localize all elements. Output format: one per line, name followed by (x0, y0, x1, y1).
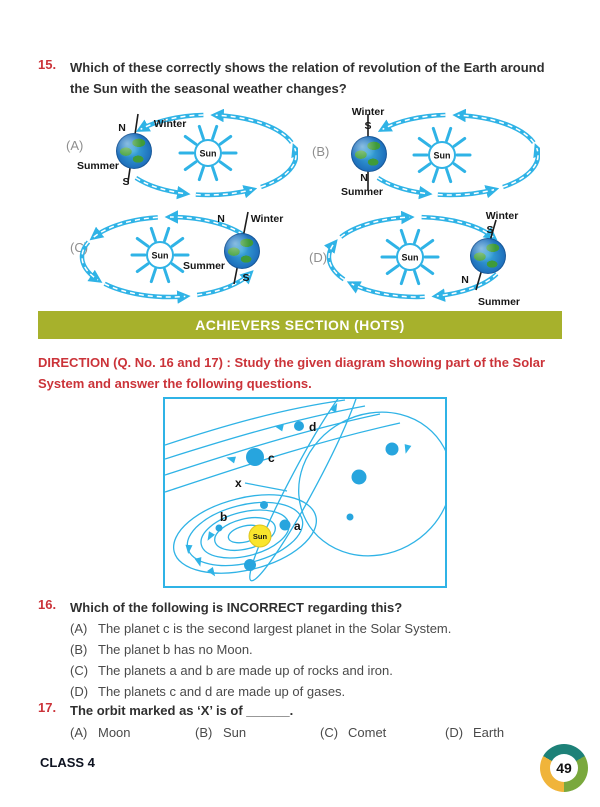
pole-south-label: S (486, 224, 494, 236)
sun-icon: Sun (412, 126, 472, 184)
pole-north-label: N (217, 213, 225, 225)
orbit-b-svg: Sun (367, 108, 540, 200)
q16-option-a: (A)The planet c is the second largest pl… (70, 621, 452, 636)
option-b-label: (B) (312, 144, 330, 159)
orbit-c-path (164, 413, 381, 476)
pole-south-label: S (122, 176, 130, 188)
summer-label: Summer (182, 260, 226, 272)
label-b: b (220, 510, 227, 524)
orbit-arrow (329, 403, 338, 413)
orbit-a-svg: Sun (127, 108, 298, 200)
earth-icon (470, 238, 506, 274)
q16-text: Which of the following is INCORRECT rega… (70, 600, 403, 615)
orbit-arrow (207, 531, 216, 541)
q16-option-c: (C)The planets a and b are made up of ro… (70, 663, 393, 678)
orbit-arrow (274, 424, 284, 432)
winter-label: Winter (485, 210, 519, 222)
x-pointer-line (244, 482, 288, 492)
earth-icon (224, 233, 260, 269)
sun-icon: Sun (130, 226, 190, 284)
label-x: x (235, 476, 242, 490)
outer-orbit-2 (164, 422, 401, 493)
sun-label: Sun (253, 532, 268, 541)
orbit-arrow (207, 566, 216, 577)
planet-c (246, 448, 264, 466)
orbit-arrow (404, 444, 412, 454)
inner-planet-orbits (172, 494, 318, 574)
sun-icon (248, 524, 272, 548)
earth-icon (351, 136, 387, 172)
pole-south-label: S (242, 272, 250, 284)
outer-orbit-1 (164, 399, 346, 446)
planet (260, 501, 268, 509)
big-right-orbit (298, 411, 452, 557)
planet-a (279, 519, 291, 531)
sun-icon: Sun (178, 124, 238, 182)
solar-system-diagram: Sun d c x b a (163, 376, 452, 588)
winter-label: Winter (351, 106, 385, 118)
q16-number: 16. (38, 597, 57, 612)
page-number-badge: 49 (540, 744, 588, 792)
planet (244, 559, 256, 571)
q17-option-a: (A)Moon (70, 725, 131, 740)
winter-label: Winter (250, 213, 284, 225)
q17-text: The orbit marked as ‘X’ is of ______. (70, 703, 294, 718)
pole-north-label: N (461, 274, 469, 286)
orbit-arrow (194, 557, 202, 567)
q17-option-c: (C)Comet (320, 725, 387, 740)
q15-diagram-b: (B) Sun Winter S N Summer (300, 98, 540, 211)
q16-option-d: (D)The planets c and d are made up of ga… (70, 684, 346, 699)
summer-label: Summer (340, 186, 384, 198)
earth-icon (116, 133, 152, 169)
label-a: a (294, 519, 301, 533)
option-a-label: (A) (66, 138, 84, 153)
page-number: 49 (550, 754, 578, 782)
svg-text:Sun: Sun (200, 149, 217, 159)
q15-diagram-c: (C) Sun N Winter Summer S (58, 200, 300, 312)
sun-icon: Sun (380, 228, 440, 286)
comet-body (346, 513, 354, 521)
orbit-d-path (164, 405, 366, 460)
direction-text: DIRECTION (Q. No. 16 and 17) : Study the… (38, 355, 546, 391)
footer-class-label: CLASS 4 (40, 755, 95, 770)
pole-south-label: S (364, 120, 372, 132)
summer-label: Summer (477, 296, 521, 308)
q16-option-b: (B)The planet b has no Moon. (70, 642, 253, 657)
svg-text:Sun: Sun (152, 251, 169, 261)
pole-north-label: N (360, 172, 368, 184)
q15-number: 15. (38, 57, 57, 72)
planet-b (215, 524, 223, 532)
pole-north-label: N (118, 122, 126, 134)
q17-option-b: (B)Sun (195, 725, 247, 740)
q15-diagram-d: (D) Sun Winter S N Summer (305, 200, 547, 312)
summer-label: Summer (76, 160, 120, 172)
q17-number: 17. (38, 700, 57, 715)
orbit-d-svg: Sun (323, 210, 499, 302)
q17-option-d: (D)Earth (445, 725, 505, 740)
winter-label: Winter (153, 118, 187, 130)
comet-orbit-x (249, 376, 361, 582)
option-d-label: (D) (309, 250, 328, 265)
planet (351, 469, 367, 485)
achievers-section-banner: ACHIEVERS SECTION (HOTS) (38, 311, 562, 339)
planet (385, 442, 399, 456)
banner-title: ACHIEVERS SECTION (HOTS) (195, 317, 405, 333)
planet-d (294, 421, 304, 431)
svg-text:Sun: Sun (434, 151, 451, 161)
solar-system-svg: Sun d c x b a (164, 376, 452, 582)
orbit-arrow (226, 456, 236, 464)
orbit-arrow (185, 544, 193, 554)
label-c: c (268, 451, 275, 465)
label-d: d (309, 420, 316, 434)
svg-text:Sun: Sun (402, 253, 419, 263)
orbit-c-svg: Sun (79, 210, 254, 304)
q15-text: Which of these correctly shows the relat… (70, 60, 545, 96)
q15-diagram-a: (A) Sun N Winter Summer S (58, 98, 298, 211)
